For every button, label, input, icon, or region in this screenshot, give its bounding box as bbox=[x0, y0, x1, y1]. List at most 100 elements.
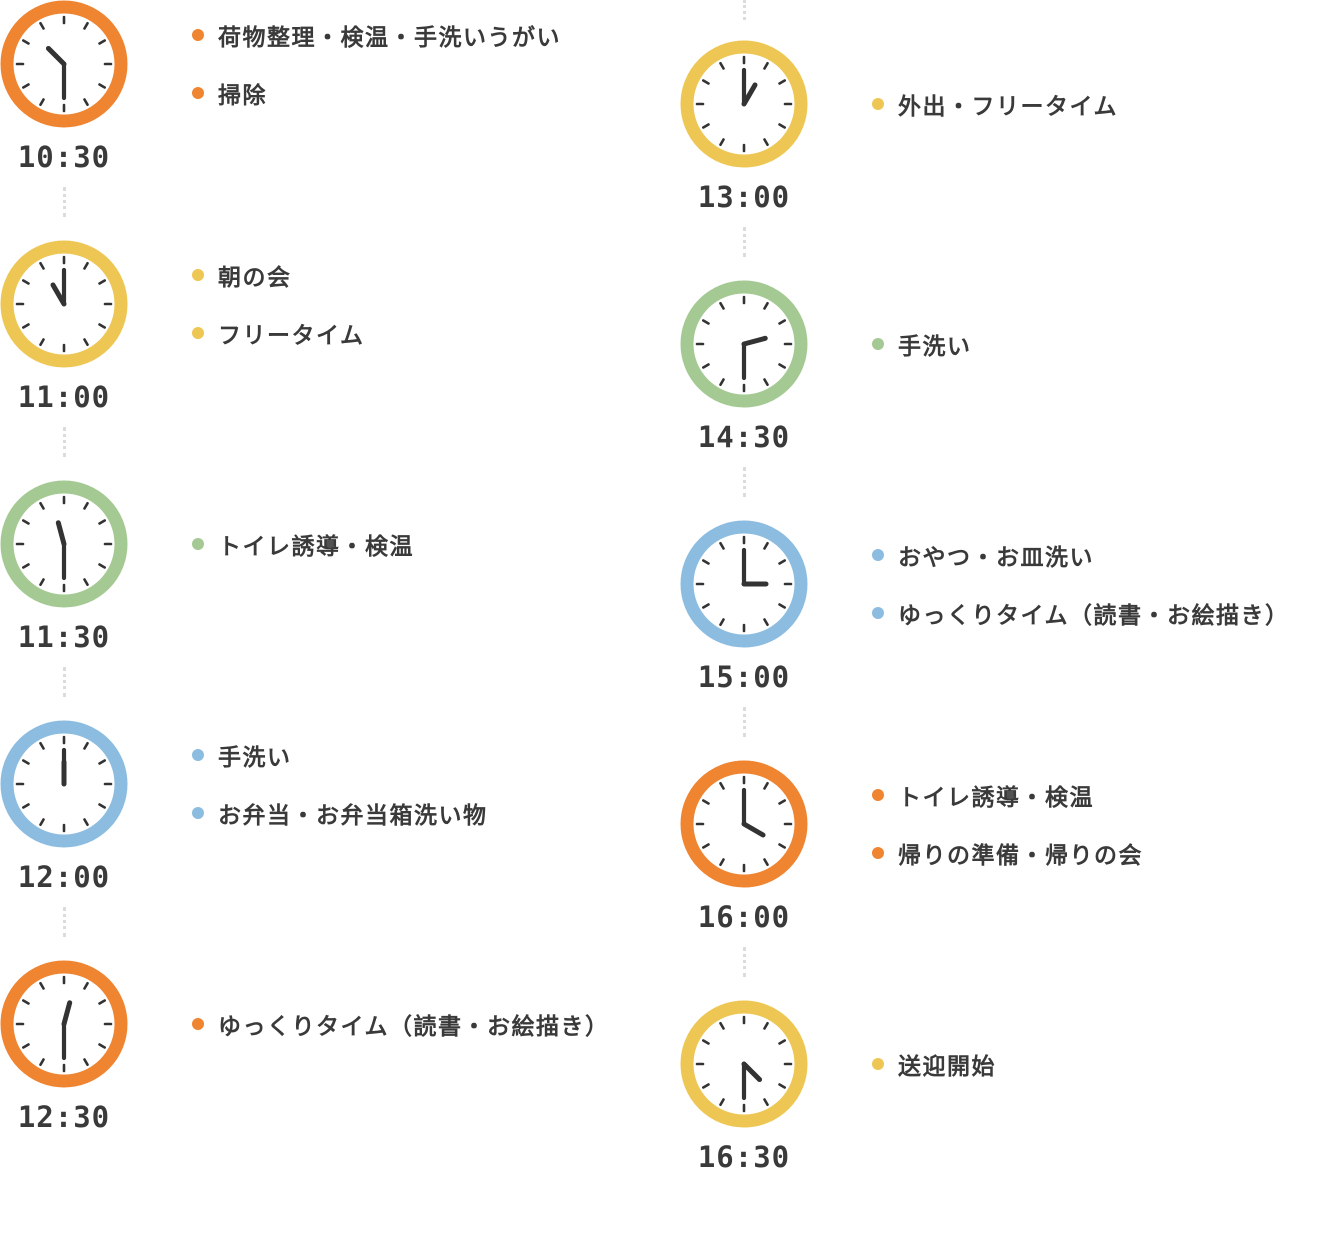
activity-list: おやつ・お皿洗いゆっくりタイム（読書・お絵描き） bbox=[872, 520, 1320, 648]
activity-text: 朝の会 bbox=[218, 265, 292, 291]
clock-tick bbox=[778, 603, 786, 609]
clock-tick bbox=[763, 61, 769, 70]
activity-text: 荷物整理・検温・手洗いうがい bbox=[218, 25, 561, 51]
clock-tick bbox=[701, 1039, 710, 1045]
activity-item: フリータイム bbox=[192, 304, 662, 362]
time-label: 11:30 bbox=[17, 620, 111, 654]
activity-item: トイレ誘導・検温 bbox=[872, 766, 1320, 824]
clock-tick bbox=[21, 323, 30, 329]
clock-tick bbox=[701, 319, 710, 325]
clock-tick bbox=[21, 759, 30, 765]
clock-tick bbox=[778, 319, 786, 325]
time-label: 16:30 bbox=[697, 1140, 791, 1174]
clock-tick bbox=[83, 1058, 89, 1066]
clock-tick bbox=[719, 1021, 725, 1030]
bullet-dot-icon bbox=[192, 269, 204, 281]
schedule-entry: 16:30 送迎開始 bbox=[680, 1000, 1320, 1240]
timeline-connector bbox=[63, 427, 66, 457]
clock-tick bbox=[763, 301, 769, 310]
hour-hand bbox=[45, 45, 67, 67]
clock-tick bbox=[763, 138, 769, 146]
activity-text: 外出・フリータイム bbox=[898, 94, 1119, 120]
clock-tick bbox=[719, 1098, 725, 1106]
activity-text: フリータイム bbox=[218, 323, 365, 349]
activity-item: 手洗い bbox=[872, 315, 1320, 373]
activity-text: 掃除 bbox=[218, 83, 267, 109]
activity-text: 送迎開始 bbox=[898, 1054, 996, 1080]
activity-text: ゆっくりタイム（読書・お絵描き） bbox=[898, 603, 1290, 629]
activity-list: 外出・フリータイム bbox=[872, 40, 1320, 168]
clock-tick bbox=[778, 559, 786, 565]
clock-tick bbox=[763, 858, 769, 866]
bullet-dot-icon bbox=[192, 1018, 204, 1030]
bullet-dot-icon bbox=[192, 807, 204, 819]
clock-tick bbox=[763, 1098, 769, 1106]
clock-tick bbox=[701, 123, 710, 129]
hour-hand bbox=[741, 1061, 763, 1083]
activity-list: トイレ誘導・検温帰りの準備・帰りの会 bbox=[872, 760, 1320, 888]
clock-tick bbox=[719, 138, 725, 146]
clock-tick bbox=[98, 563, 106, 569]
clock-icon bbox=[680, 520, 808, 648]
schedule-entry: 15:00 おやつ・お皿洗いゆっくりタイム（読書・お絵描き） bbox=[680, 520, 1320, 760]
clock-icon bbox=[0, 720, 128, 848]
bullet-dot-icon bbox=[872, 338, 884, 350]
timeline-connector bbox=[743, 0, 746, 20]
clock-tick bbox=[39, 21, 45, 30]
clock-tick bbox=[39, 501, 45, 510]
time-label: 12:00 bbox=[17, 860, 111, 894]
clock-tick bbox=[98, 1043, 106, 1049]
clock-tick bbox=[83, 338, 89, 346]
activity-item: 荷物整理・検温・手洗いうがい bbox=[192, 6, 662, 64]
timeline-connector bbox=[743, 467, 746, 497]
activity-item: お弁当・お弁当箱洗い物 bbox=[192, 784, 662, 842]
hour-hand bbox=[741, 821, 766, 838]
clock-icon bbox=[680, 40, 808, 168]
clock-icon bbox=[0, 240, 128, 368]
clock-tick bbox=[701, 843, 710, 849]
clock-tick bbox=[98, 83, 106, 89]
hour-hand bbox=[61, 1000, 73, 1027]
clock-tick bbox=[701, 559, 710, 565]
clock-icon bbox=[0, 0, 128, 128]
clock-tick bbox=[98, 519, 106, 525]
bullet-dot-icon bbox=[872, 549, 884, 561]
clock-tick bbox=[719, 541, 725, 550]
clock-tick bbox=[778, 79, 786, 85]
bullet-dot-icon bbox=[872, 789, 884, 801]
clock-tick bbox=[39, 1058, 45, 1066]
bullet-dot-icon bbox=[192, 29, 204, 41]
clock-tick bbox=[98, 39, 106, 45]
bullet-dot-icon bbox=[872, 1058, 884, 1070]
clock-tick bbox=[719, 378, 725, 386]
activity-item: 帰りの準備・帰りの会 bbox=[872, 824, 1320, 882]
clock-tick bbox=[701, 1083, 710, 1089]
time-label: 15:00 bbox=[697, 660, 791, 694]
clock-tick bbox=[719, 781, 725, 790]
bullet-dot-icon bbox=[192, 538, 204, 550]
clock-tick bbox=[39, 578, 45, 586]
clock-icon bbox=[680, 1000, 808, 1128]
hour-hand bbox=[55, 520, 67, 547]
activity-text: トイレ誘導・検温 bbox=[218, 534, 414, 560]
clock-tick bbox=[39, 981, 45, 990]
clock-tick bbox=[701, 363, 710, 369]
clock-tick bbox=[778, 363, 786, 369]
clock-tick bbox=[98, 803, 106, 809]
activity-item: 送迎開始 bbox=[872, 1035, 1320, 1093]
clock-tick bbox=[701, 799, 710, 805]
activity-list: トイレ誘導・検温 bbox=[192, 480, 662, 608]
clock-tick bbox=[39, 741, 45, 750]
clock-icon bbox=[680, 760, 808, 888]
clock-tick bbox=[21, 519, 30, 525]
clock-tick bbox=[719, 618, 725, 626]
clock-tick bbox=[778, 1083, 786, 1089]
clock-tick bbox=[39, 261, 45, 270]
timeline-connector bbox=[743, 227, 746, 257]
activity-item: 外出・フリータイム bbox=[872, 75, 1320, 133]
activity-text: 手洗い bbox=[898, 334, 972, 360]
activity-list: 手洗い bbox=[872, 280, 1320, 408]
